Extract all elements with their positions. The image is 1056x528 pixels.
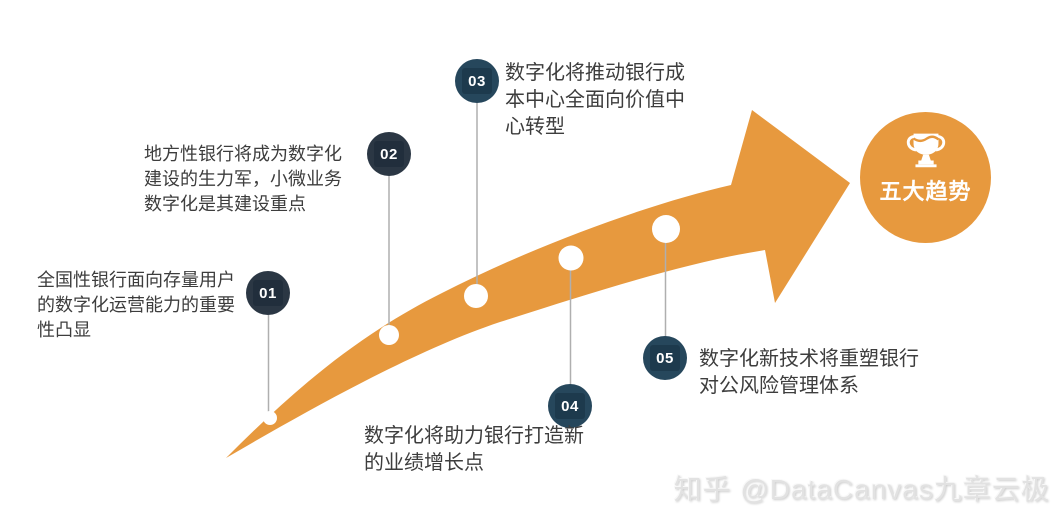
step-text-02: 地方性银行将成为数字化 建设的生力军，小微业务 数字化是其建设重点 xyxy=(144,144,342,214)
step-number-01: 01 xyxy=(259,284,277,302)
step-number-02: 02 xyxy=(380,145,398,163)
goal-label: 五大趋势 xyxy=(879,179,972,204)
step-number-box xyxy=(650,345,680,371)
step-text-04: 数字化将助力银行打造新 的业绩增长点 xyxy=(364,425,584,474)
step-text-01: 全国性银行面向存量用户 的数字化运营能力的重要 性凸显 xyxy=(37,270,235,340)
step-circle-05: 05 xyxy=(643,336,687,380)
goal-badge: 五大趋势 xyxy=(860,112,991,243)
step-number-box xyxy=(462,68,492,94)
step-number-03: 03 xyxy=(468,72,486,90)
step-circle-02: 02 xyxy=(367,132,411,176)
step-circle-01: 01 xyxy=(246,271,290,315)
step-number-04: 04 xyxy=(561,397,579,415)
milestone-dot-02 xyxy=(379,325,399,345)
watermark: 知乎 @DataCanvas九章云极 xyxy=(673,474,1050,505)
step-circle-03: 03 xyxy=(455,59,499,103)
step-text-05: 数字化新技术将重塑银行 对公风险管理体系 xyxy=(699,348,919,397)
arrow-swoosh xyxy=(226,110,850,458)
step-number-box xyxy=(253,280,283,306)
step-number-05: 05 xyxy=(656,349,674,367)
step-circle-04: 04 xyxy=(548,384,592,428)
step-text-03: 数字化将推动银行成 本中心全面向价值中 心转型 xyxy=(505,62,685,138)
trophy-icon xyxy=(906,133,945,168)
step-number-box xyxy=(374,141,404,167)
milestone-dot-01 xyxy=(263,411,277,425)
step-number-box xyxy=(555,393,585,419)
milestone-dot-03 xyxy=(464,284,488,308)
milestone-dot-05 xyxy=(652,215,680,243)
milestone-dot-04 xyxy=(558,245,584,271)
